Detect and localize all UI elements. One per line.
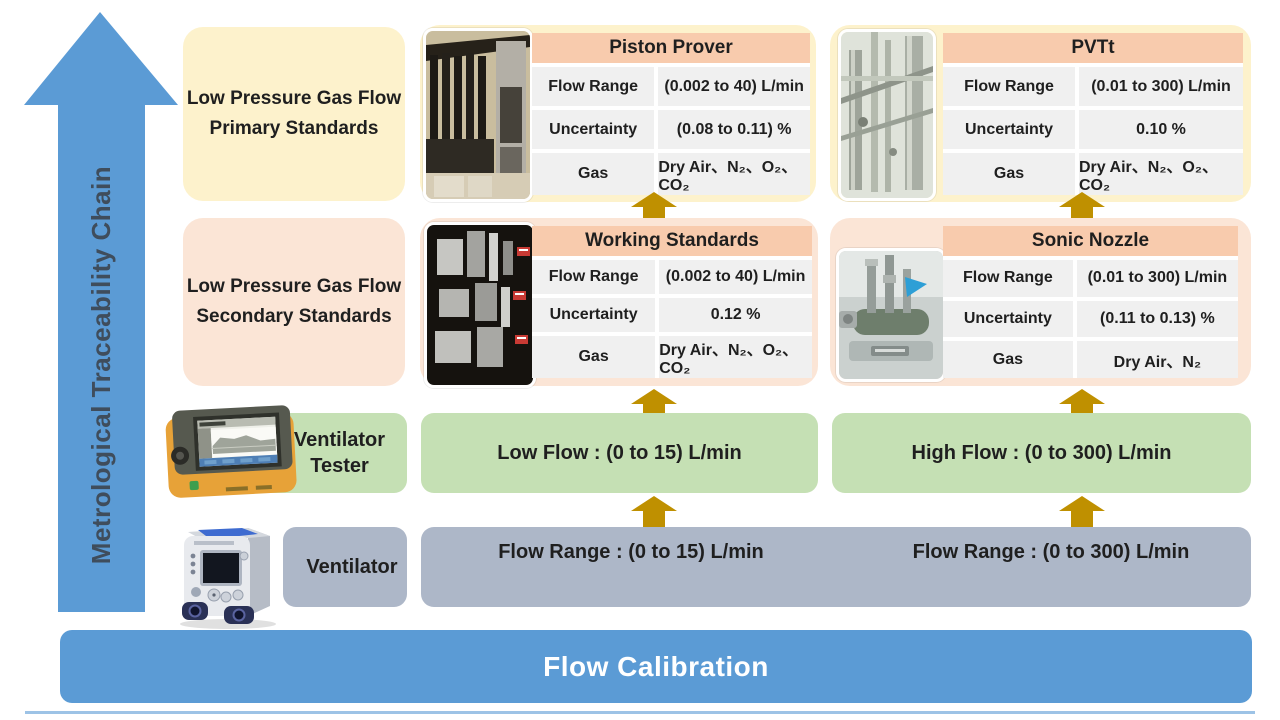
level-label-line: Ventilator [293, 429, 386, 451]
spec-table-title: Working Standards [532, 226, 812, 256]
table-row: Uncertainty (0.08 to 0.11) % [532, 110, 810, 149]
row-value: (0.002 to 40) L/min [658, 67, 810, 106]
table-row: Gas Dry Air、N₂ [943, 341, 1238, 379]
flow-up-arrow [631, 192, 677, 228]
row-value: 0.12 % [659, 298, 812, 332]
table-row: Flow Range (0.01 to 300) L/min [943, 67, 1243, 106]
ventilator-tester-photo [165, 405, 297, 498]
table-row: Gas Dry Air、N₂、O₂、CO₂ [943, 153, 1243, 195]
spec-table-title: PVTt [943, 33, 1243, 63]
row-label: Gas [943, 341, 1073, 379]
table-row: Uncertainty 0.12 % [532, 298, 812, 332]
working-standards-photo [424, 222, 536, 388]
row-label: Uncertainty [532, 110, 655, 149]
level-label-line: Tester [310, 455, 369, 477]
flow-range-low-text: Flow Range : (0 to 15) L/min [498, 541, 764, 563]
spec-table: Piston Prover Flow Range (0.002 to 40) L… [532, 33, 810, 195]
flow-up-arrow [1059, 496, 1105, 532]
pvtt-card: PVTt Flow Range (0.01 to 300) L/min Unce… [830, 25, 1251, 202]
table-row: Gas Dry Air、N₂、O₂、CO₂ [532, 336, 812, 378]
flow-range-high-text: Flow Range : (0 to 300) L/min [912, 541, 1190, 563]
row-value: Dry Air、N₂、O₂、CO₂ [1079, 153, 1243, 195]
row-label: Uncertainty [943, 110, 1075, 149]
ventilator-photo [180, 528, 276, 629]
spec-table-title: Sonic Nozzle [943, 226, 1238, 256]
row-value: Dry Air、N₂、O₂、CO₂ [658, 153, 810, 195]
row-value: Dry Air、N₂ [1076, 341, 1238, 379]
pvtt-photo [838, 29, 936, 201]
row-label: Gas [532, 153, 655, 195]
row-label: Gas [532, 336, 656, 378]
row-label: Gas [943, 153, 1075, 195]
spec-table: Working Standards Flow Range (0.002 to 4… [532, 226, 812, 378]
level-label-line: Secondary Standards [196, 306, 392, 327]
level-label-line: Ventilator [306, 556, 398, 578]
traceability-chain-arrow [24, 12, 178, 612]
flow-up-arrow [1059, 389, 1105, 425]
piston-prover-card: Piston Prover Flow Range (0.002 to 40) L… [420, 25, 816, 202]
table-row: Gas Dry Air、N₂、O₂、CO₂ [532, 153, 810, 195]
row-value: (0.01 to 300) L/min [1076, 260, 1238, 297]
spec-table: PVTt Flow Range (0.01 to 300) L/min Unce… [943, 33, 1243, 195]
high-flow-band: High Flow : (0 to 300) L/min [832, 413, 1251, 493]
row-label: Flow Range [532, 260, 656, 294]
level-label-primary-standards: Low Pressure Gas Flow Primary Standards [183, 27, 405, 201]
low-flow-text: Low Flow : (0 to 15) L/min [497, 441, 742, 464]
level-label-line: Low Pressure Gas Flow [186, 88, 402, 109]
table-row: Uncertainty (0.11 to 0.13) % [943, 300, 1238, 338]
spec-table-title: Piston Prover [532, 33, 810, 63]
level-label-line: Primary Standards [209, 118, 379, 139]
row-label: Uncertainty [943, 300, 1073, 338]
working-standards-card: Working Standards Flow Range (0.002 to 4… [420, 218, 818, 388]
row-value: Dry Air、N₂、O₂、CO₂ [659, 336, 812, 378]
table-row: Flow Range (0.002 to 40) L/min [532, 67, 810, 106]
high-flow-text: High Flow : (0 to 300) L/min [911, 441, 1172, 464]
level-label-secondary-standards: Low Pressure Gas Flow Secondary Standard… [183, 218, 405, 386]
level-label-ventilator: Ventilator [283, 527, 407, 607]
piston-prover-photo [423, 28, 533, 202]
level-label-line: Low Pressure Gas Flow [186, 276, 402, 297]
row-value: (0.11 to 0.13) % [1076, 300, 1238, 338]
flow-up-arrow [631, 496, 677, 532]
row-label: Uncertainty [532, 298, 656, 332]
ventilator-flow-range-band: Flow Range : (0 to 15) L/min Flow Range … [421, 527, 1251, 607]
table-row: Flow Range (0.002 to 40) L/min [532, 260, 812, 294]
flow-up-arrow [631, 389, 677, 425]
row-label: Flow Range [532, 67, 655, 106]
flow-up-arrow [1059, 192, 1105, 228]
table-row: Uncertainty 0.10 % [943, 110, 1243, 149]
table-row: Flow Range (0.01 to 300) L/min [943, 260, 1238, 297]
sonic-nozzle-card: Sonic Nozzle Flow Range (0.01 to 300) L/… [830, 218, 1251, 386]
spec-table: Sonic Nozzle Flow Range (0.01 to 300) L/… [943, 226, 1238, 379]
row-value: 0.10 % [1079, 110, 1243, 149]
bottom-divider-line [25, 711, 1255, 714]
low-flow-band: Low Flow : (0 to 15) L/min [421, 413, 818, 493]
flow-calibration-banner: Flow Calibration [60, 630, 1252, 703]
row-value: (0.002 to 40) L/min [659, 260, 812, 294]
traceability-chain-label: Metrological Traceability Chain [86, 165, 116, 565]
flow-calibration-title: Flow Calibration [543, 650, 769, 682]
row-value: (0.01 to 300) L/min [1079, 67, 1243, 106]
row-value: (0.08 to 0.11) % [658, 110, 810, 149]
row-label: Flow Range [943, 260, 1073, 297]
row-label: Flow Range [943, 67, 1075, 106]
sonic-nozzle-photo [836, 248, 946, 382]
